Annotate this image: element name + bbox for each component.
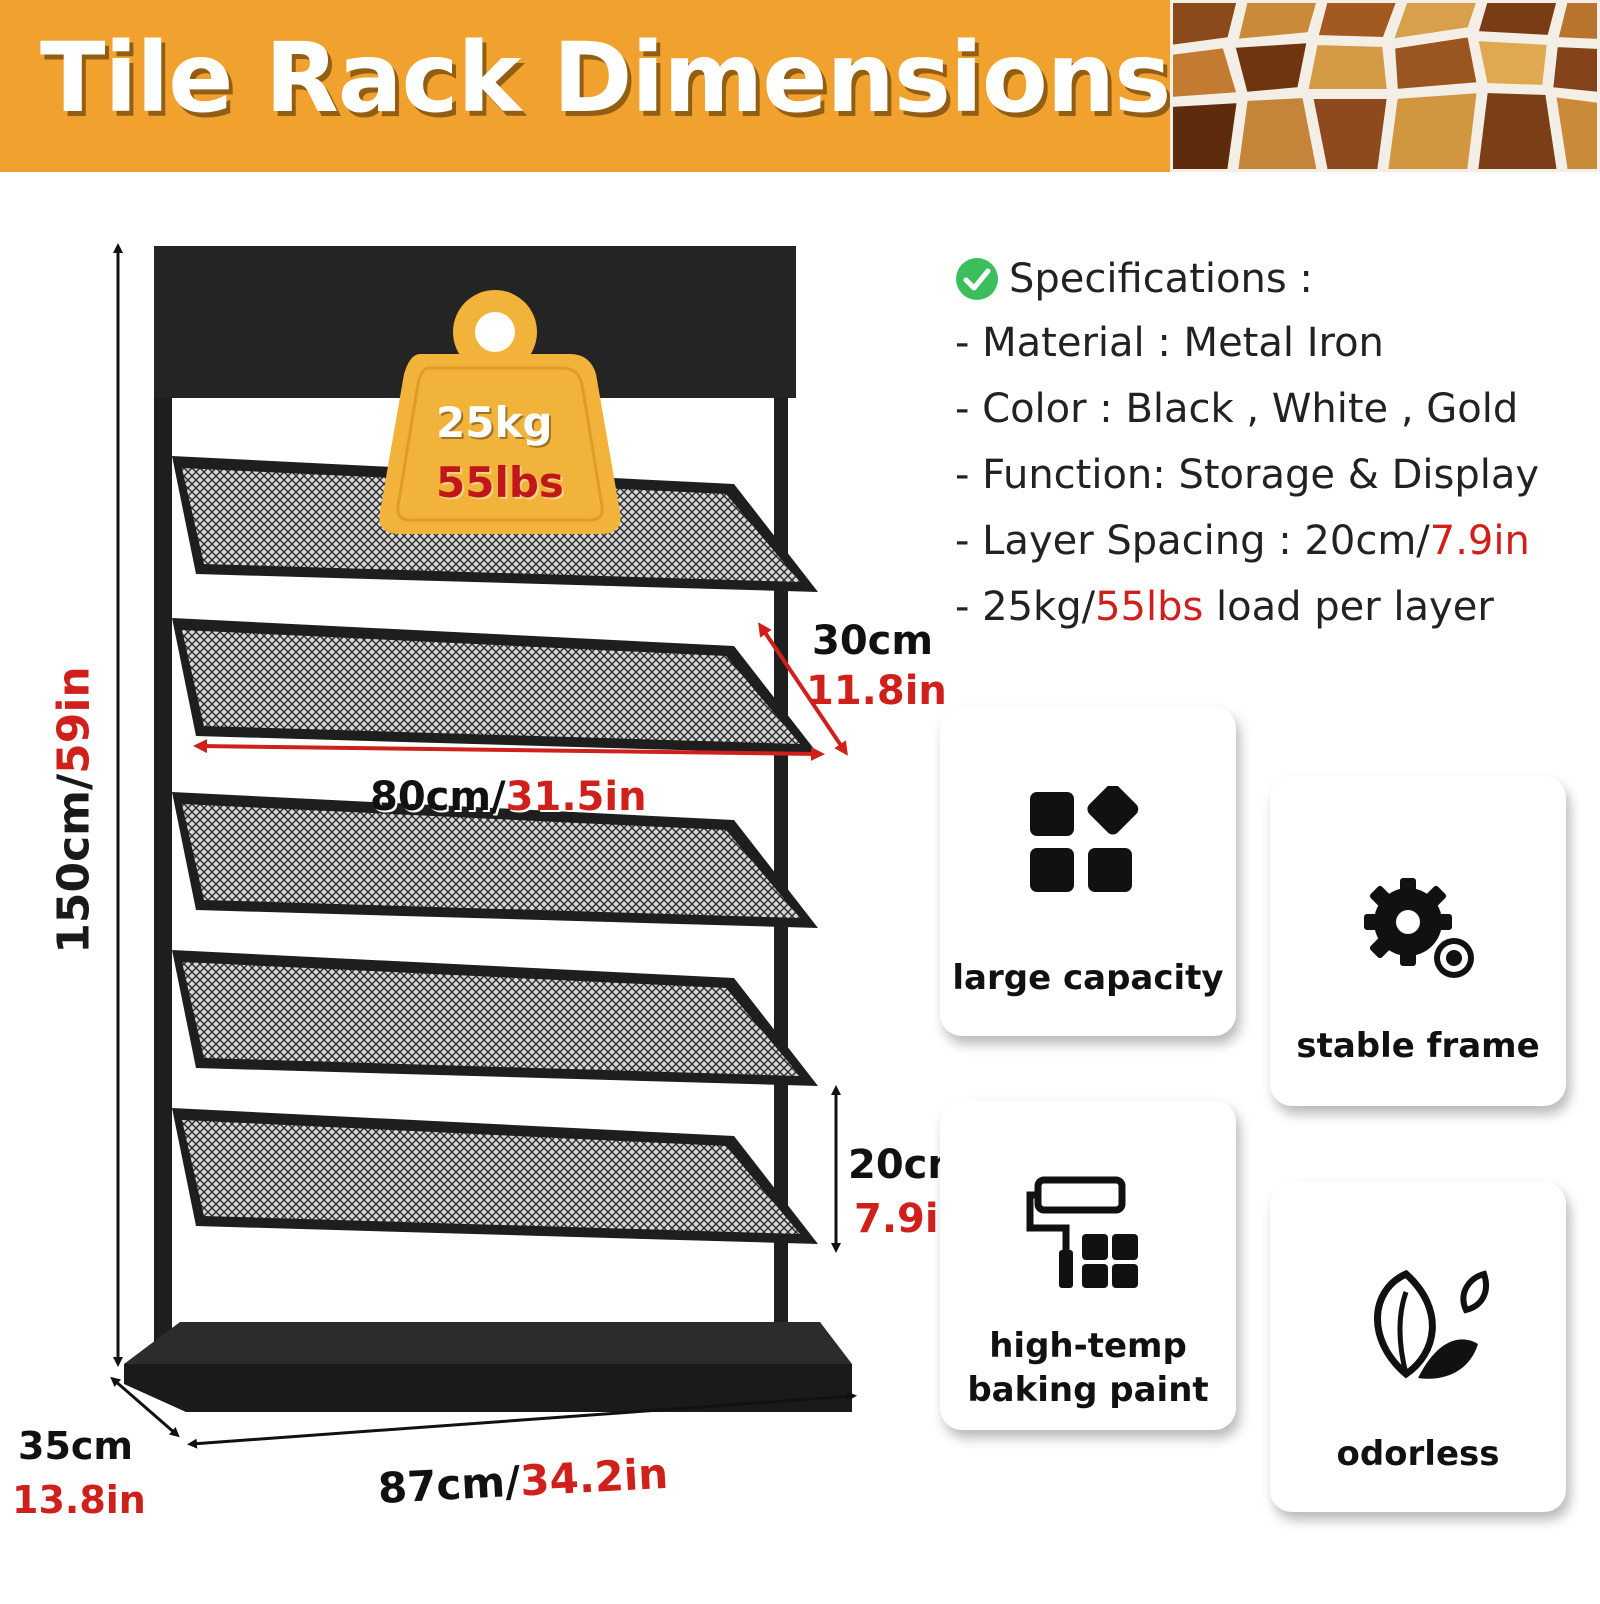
feature-card-odorless: odorless (1270, 1182, 1566, 1512)
feature-label-odorless: odorless (1336, 1434, 1500, 1474)
spec-load: - 25kg/55lbs load per layer (955, 574, 1595, 640)
feature-label-baking-paint-line2: baking paint (967, 1370, 1209, 1410)
weight-badge (379, 290, 621, 534)
height-dimension-label: 150cm/59in (49, 666, 100, 954)
tile-mosaic-graphic (1170, 0, 1600, 172)
blocks-icon (1030, 786, 1139, 892)
base-width-in: 34.2in (518, 1448, 670, 1506)
spec-layer-spacing: - Layer Spacing : 20cm/7.9in (955, 508, 1595, 574)
spec-load-kg: - 25kg/ (955, 584, 1096, 630)
feature-label-baking-paint-line1: high-temp (989, 1326, 1187, 1366)
spec-layer-spacing-inches: 7.9in (1429, 518, 1530, 564)
base-depth-in-label: 13.8in (12, 1478, 146, 1522)
shelf-depth-in-label: 11.8in (806, 668, 947, 714)
specifications-heading-row: Specifications : (955, 248, 1595, 310)
spec-layer-spacing-text: - Layer Spacing : 20cm/ (955, 518, 1430, 564)
leaves-icon (1374, 1270, 1489, 1379)
weight-kg-label: 25kg (436, 398, 553, 447)
shelf-width-cm: 80cm/ (370, 774, 506, 820)
shelf-width-label: 80cm/31.5in (370, 774, 647, 820)
header-banner: Tile Rack Dimensions (0, 0, 1171, 172)
feature-label-stable-frame: stable frame (1296, 1026, 1540, 1066)
gears-icon (1364, 878, 1474, 978)
tile-rack-illustration (0, 172, 940, 1600)
base-width-cm: 87cm/ (376, 1456, 522, 1513)
dimension-lines (110, 243, 857, 1449)
shelf-depth-cm-label: 30cm (812, 618, 934, 664)
height-in: 59in (48, 666, 100, 774)
specifications-heading: Specifications : (1009, 256, 1313, 302)
specifications-panel: Specifications : - Material : Metal Iron… (955, 248, 1595, 640)
spec-load-suffix: load per layer (1203, 584, 1494, 630)
page-title: Tile Rack Dimensions (40, 22, 1171, 134)
spec-load-lbs: 55lbs (1095, 584, 1204, 630)
feature-card-stable-frame: stable frame (1270, 776, 1566, 1106)
rack-drawing (110, 243, 857, 1449)
feature-label-large-capacity: large capacity (952, 958, 1224, 998)
tile-mosaic-image (1170, 0, 1600, 172)
spec-function: - Function: Storage & Display (955, 452, 1540, 498)
height-cm: 150cm/ (48, 773, 100, 954)
check-circle-icon (956, 258, 998, 300)
spec-material: - Material : Metal Iron (955, 320, 1384, 366)
spec-color: - Color : Black , White , Gold (955, 386, 1519, 432)
feature-card-large-capacity: large capacity (940, 706, 1236, 1036)
weight-lbs-label: 55lbs (436, 458, 564, 507)
shelf-width-in: 31.5in (505, 774, 647, 820)
base-depth-cm-label: 35cm (18, 1424, 134, 1468)
feature-card-baking-paint: high-temp baking paint (940, 1100, 1236, 1430)
paint-roller-icon (1026, 1176, 1138, 1288)
rack-shelves (172, 456, 818, 1244)
